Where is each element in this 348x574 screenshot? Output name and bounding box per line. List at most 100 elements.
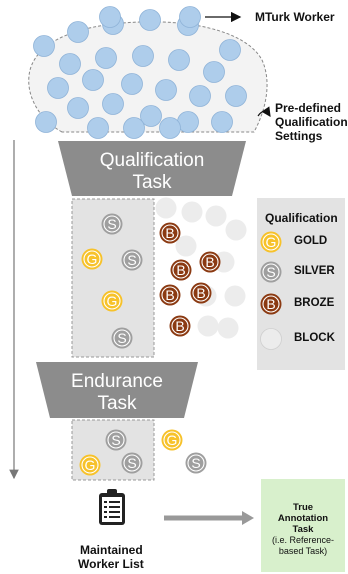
worker-circle: [67, 97, 89, 119]
gold-badge-outer: [161, 429, 183, 451]
block-badge: [197, 315, 219, 337]
silver-badge-outer: [121, 249, 143, 271]
block-badge: [175, 235, 197, 257]
bronze-badge-letter: B: [165, 287, 174, 303]
legend-gold-letter: G: [266, 234, 277, 250]
bronze-badge-letter: B: [165, 225, 174, 241]
worker-circle: [102, 93, 124, 115]
worker-circle: [139, 9, 161, 31]
bronze-badge-letter: B: [196, 285, 205, 301]
worker-circle: [33, 35, 55, 57]
qualification-stage-box: [71, 198, 155, 358]
bronze-badge: B: [159, 222, 181, 244]
bronze-badge: B: [169, 315, 191, 337]
block-badge-outer: [155, 197, 177, 219]
bronze-badge-outer: [159, 222, 181, 244]
gold-badge-letter: G: [107, 293, 118, 309]
silver-badge-ring: [113, 329, 131, 347]
silver-badge-outer: [101, 213, 123, 235]
worker-circle: [225, 85, 247, 107]
gold-badge-outer: [81, 248, 103, 270]
maintained-label-1: Maintained: [80, 543, 143, 557]
bronze-badge-outer: [169, 315, 191, 337]
block-badge: [217, 317, 239, 339]
block-badge: [225, 219, 247, 241]
gold-badge-ring: [103, 292, 121, 310]
bronze-badge: B: [159, 284, 181, 306]
worker-circle: [159, 117, 181, 139]
true-annotation-line5: based Task): [278, 546, 328, 556]
legend-bronze-letter: B: [266, 296, 275, 312]
true-annotation-line2: Annotation: [277, 513, 329, 524]
worker-circle: [155, 79, 177, 101]
true-annotation-box: [261, 479, 345, 572]
bronze-badge-letter: B: [175, 318, 184, 334]
bronze-badge-ring: [161, 286, 179, 304]
gold-badge: G: [101, 290, 123, 312]
bronze-badge-outer: [159, 284, 181, 306]
endurance-task-funnel: [36, 362, 198, 418]
bronze-badge-ring: [161, 224, 179, 242]
block-badge-outer: [224, 285, 246, 307]
maintained-label-2: Worker List: [78, 557, 144, 571]
legend-block-swatch: [260, 328, 282, 350]
gold-badge: G: [161, 429, 183, 451]
true-annotation-line4: (i.e. Reference-: [271, 535, 335, 545]
block-badge-outer: [197, 315, 219, 337]
predefined-label-1: Pre-defined: [275, 101, 342, 115]
worker-circle: [203, 61, 225, 83]
worker-circle: [82, 69, 104, 91]
block-badge: [155, 197, 177, 219]
silver-badge-ring: [107, 431, 125, 449]
legend-block-label: BLOCK: [294, 332, 335, 344]
worker-circle: [211, 111, 233, 133]
legend-silver-swatch: S: [260, 261, 282, 283]
silver-badge-letter: S: [127, 455, 136, 471]
silver-badge-letter: S: [127, 252, 136, 268]
worker-circle: [219, 39, 241, 61]
worker-circle: [59, 53, 81, 75]
bronze-badge-outer: [199, 251, 221, 273]
silver-badge-outer: [111, 327, 133, 349]
silver-badge-letter: S: [111, 432, 120, 448]
silver-badge: S: [101, 213, 123, 235]
true-annotation-line1: True: [292, 502, 314, 513]
silver-badge: S: [185, 452, 207, 474]
silver-badge-letter: S: [107, 216, 116, 232]
silver-badge: S: [121, 452, 143, 474]
mturk-worker-label: MTurk Worker: [255, 10, 335, 24]
qual-task-line2: Task: [132, 172, 172, 193]
block-badge-outer: [217, 317, 239, 339]
silver-badge-ring: [123, 251, 141, 269]
worker-circle: [140, 105, 162, 127]
gold-badge-letter: G: [167, 432, 178, 448]
silver-badge-letter: S: [117, 330, 126, 346]
bronze-badge-ring: [192, 284, 210, 302]
endurance-line2: Task: [97, 393, 137, 414]
predefined-label-3: Settings: [275, 129, 323, 143]
gold-badge-letter: G: [87, 251, 98, 267]
true-annotation-line3: Task: [292, 524, 314, 535]
worker-circle: [87, 117, 109, 139]
gold-badge-letter: G: [85, 457, 96, 473]
gold-badge-outer: [101, 290, 123, 312]
worker-circle: [35, 111, 57, 133]
legend-gold-label: GOLD: [294, 235, 328, 247]
worker-circle: [179, 6, 201, 28]
top-worker-circles: [99, 6, 201, 28]
block-badge: [224, 285, 246, 307]
bronze-badge-letter: B: [205, 254, 214, 270]
worker-circle: [67, 21, 89, 43]
bronze-badge: B: [190, 282, 212, 304]
legend-title: Qualification: [265, 211, 338, 225]
block-badge-outer: [175, 235, 197, 257]
predefined-label-2: Qualification: [275, 115, 348, 129]
bronze-badge: B: [199, 251, 221, 273]
gold-badge: G: [81, 248, 103, 270]
silver-badge-outer: [121, 452, 143, 474]
worker-circle: [121, 73, 143, 95]
silver-badge: S: [111, 327, 133, 349]
worker-circle: [47, 77, 69, 99]
